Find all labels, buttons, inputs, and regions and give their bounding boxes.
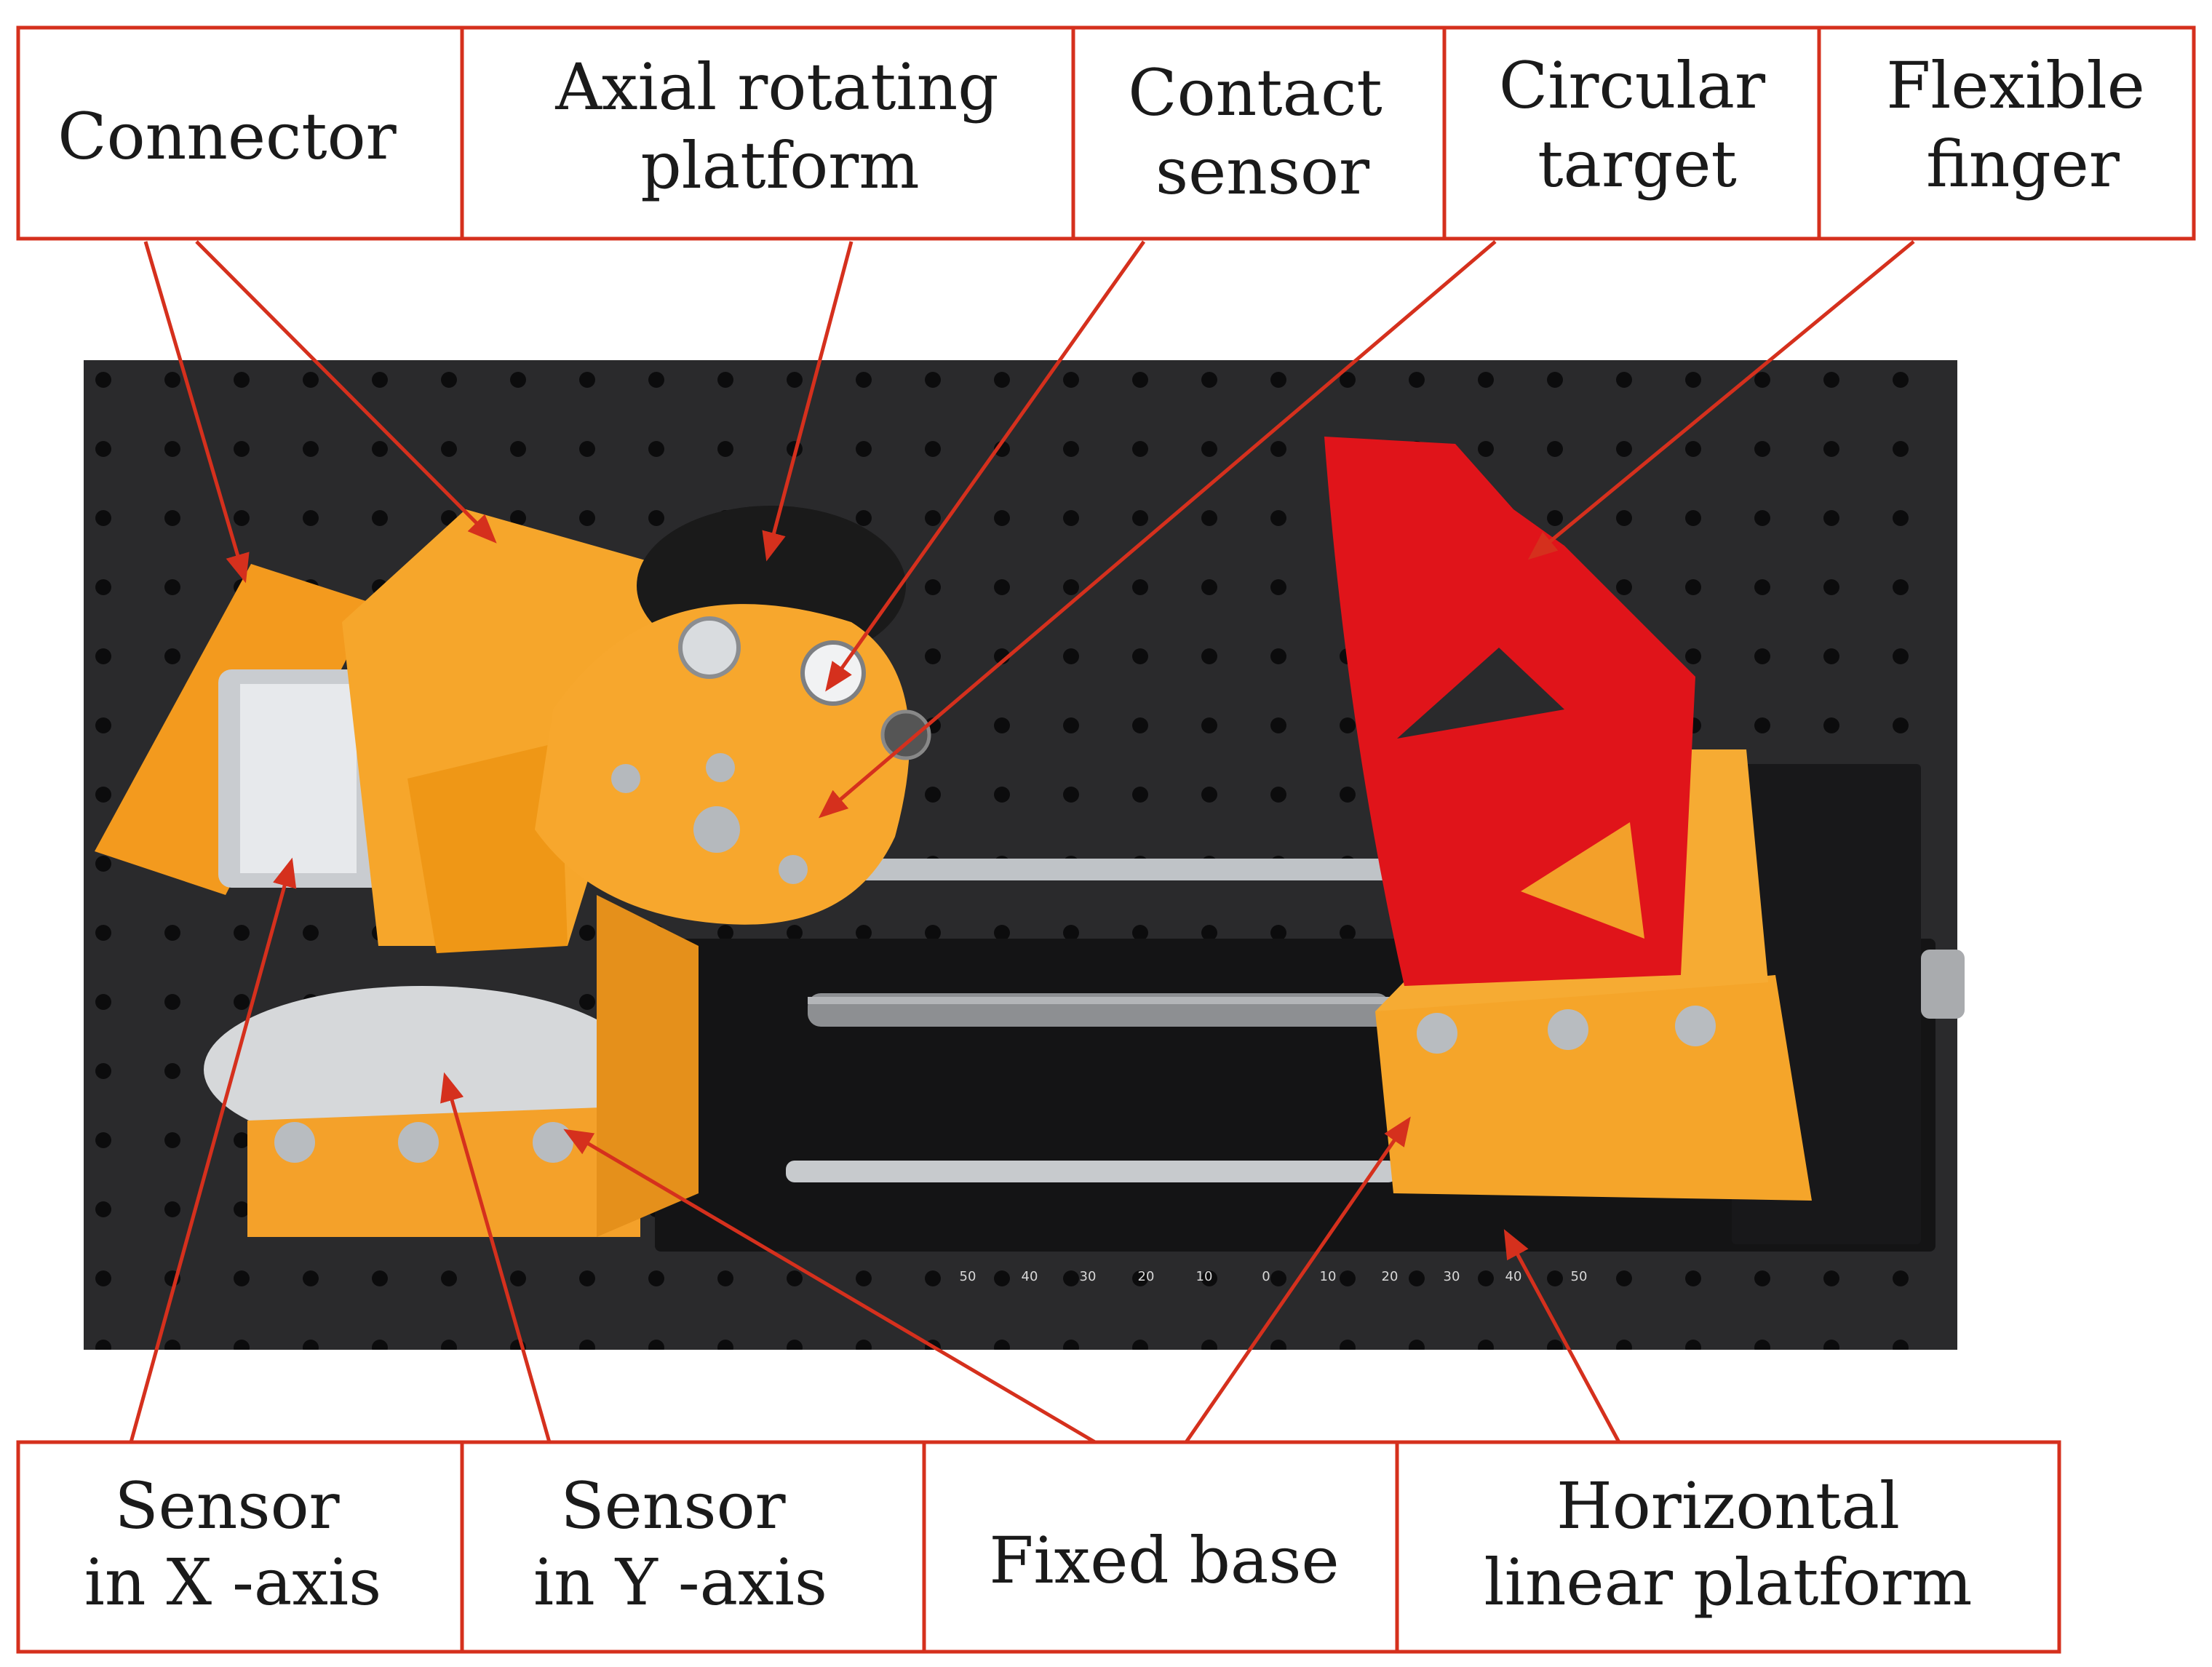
screw <box>1675 1006 1716 1046</box>
label-box-axial-platform <box>460 25 1075 241</box>
leader-sensor-y <box>440 1072 552 1443</box>
center-screw <box>693 806 740 853</box>
guide-rod-bottom <box>786 1161 1397 1182</box>
scale-tick: 10 <box>1196 1269 1213 1284</box>
sensor-x-label-line1: Sensor <box>114 1468 340 1543</box>
screw <box>1417 1013 1457 1054</box>
screw <box>533 1122 573 1163</box>
label-box-horizontal-platform <box>1395 1440 2061 1654</box>
contact-sensor-label-line1: Contact <box>1128 55 1382 130</box>
scale-tick: 10 <box>1320 1269 1337 1284</box>
screw <box>274 1122 315 1163</box>
screw <box>398 1122 439 1163</box>
bottom-label-row: Sensor in X -axis Sensor in Y -axis Fixe… <box>16 1440 2061 1654</box>
guide-rod-top <box>815 859 1412 880</box>
screw <box>611 764 640 793</box>
label-box-fixed-base <box>922 1440 1399 1654</box>
sensor-y-label-line1: Sensor <box>560 1468 786 1543</box>
scale-tick: 20 <box>1382 1269 1399 1284</box>
leader-sensor-x <box>129 857 297 1443</box>
knob <box>1921 950 1965 1019</box>
finger-opening-top <box>1397 648 1564 739</box>
slider-carriage <box>1375 975 1812 1201</box>
top-label-row: Connector Axial rotating platform Contac… <box>16 25 2196 241</box>
contact-sensor-label-line2: sensor <box>1155 134 1370 209</box>
horizontal-platform-label-line2: linear platform <box>1484 1545 1973 1620</box>
sensor-y-label-line2: in Y -axis <box>533 1545 827 1620</box>
horizontal-platform-label-line1: Horizontal <box>1556 1468 1900 1543</box>
scale-tick: 50 <box>1571 1269 1588 1284</box>
fixed-base-label: Fixed base <box>989 1523 1339 1598</box>
label-box-flexible-finger <box>1817 25 2196 241</box>
circular-target-label-line2: target <box>1537 127 1737 202</box>
circular-target-label-line1: Circular <box>1499 48 1766 123</box>
finger-opening-bottom <box>1521 822 1644 939</box>
leader-flexible-finger <box>1527 240 1915 560</box>
flexible-finger-label-line1: Flexible <box>1886 48 2145 123</box>
connector-label: Connector <box>57 99 397 174</box>
leader-connector-1 <box>143 241 250 584</box>
scale-ruler: 50 40 30 20 10 0 10 20 30 40 50 <box>960 1269 1588 1284</box>
base-side <box>597 895 699 1237</box>
scale-tick: 50 <box>960 1269 976 1284</box>
label-box-contact-sensor <box>1071 25 1447 241</box>
screw <box>1548 1009 1588 1050</box>
lead-screw-highlight <box>808 997 1390 1004</box>
scale-tick: 30 <box>1444 1269 1460 1284</box>
screw <box>706 753 735 782</box>
leader-lines <box>129 240 1915 1444</box>
carriage-and-finger <box>1324 437 1812 1201</box>
flexible-finger-label-line2: finger <box>1926 127 2120 202</box>
sensor-x-label-line2: in X -axis <box>84 1545 382 1620</box>
left-assembly <box>95 509 699 1237</box>
label-box-circular-target <box>1442 25 1821 241</box>
axial-platform-label-line1: Axial rotating <box>554 49 998 124</box>
contact-sensor-side <box>880 709 931 760</box>
scale-tick: 20 <box>1138 1269 1155 1284</box>
leader-fixed-base-2 <box>1184 1116 1411 1444</box>
leader-connector-2 <box>195 240 497 544</box>
scale-tick: 30 <box>1080 1269 1097 1284</box>
axial-platform-label-line2: platform <box>640 128 919 203</box>
label-box-connector <box>16 25 464 241</box>
scale-tick: 0 <box>1262 1269 1270 1284</box>
leader-circular-target <box>818 240 1497 819</box>
leader-horizontal-platform <box>1503 1229 1621 1444</box>
screw <box>779 855 808 884</box>
leader-fixed-base-1 <box>563 1129 1097 1444</box>
contact-sensor-left <box>678 616 741 679</box>
leader-contact-sensor <box>825 240 1146 692</box>
apparatus-photo: 50 40 30 20 10 0 10 20 30 40 50 <box>84 360 1965 1350</box>
scale-tick: 40 <box>1505 1269 1522 1284</box>
connector-bracket-face <box>407 742 568 953</box>
sensor-x-label <box>240 684 357 873</box>
base-block <box>247 1106 640 1237</box>
scale-tick: 40 <box>1022 1269 1038 1284</box>
leader-axial-platform <box>762 241 854 562</box>
